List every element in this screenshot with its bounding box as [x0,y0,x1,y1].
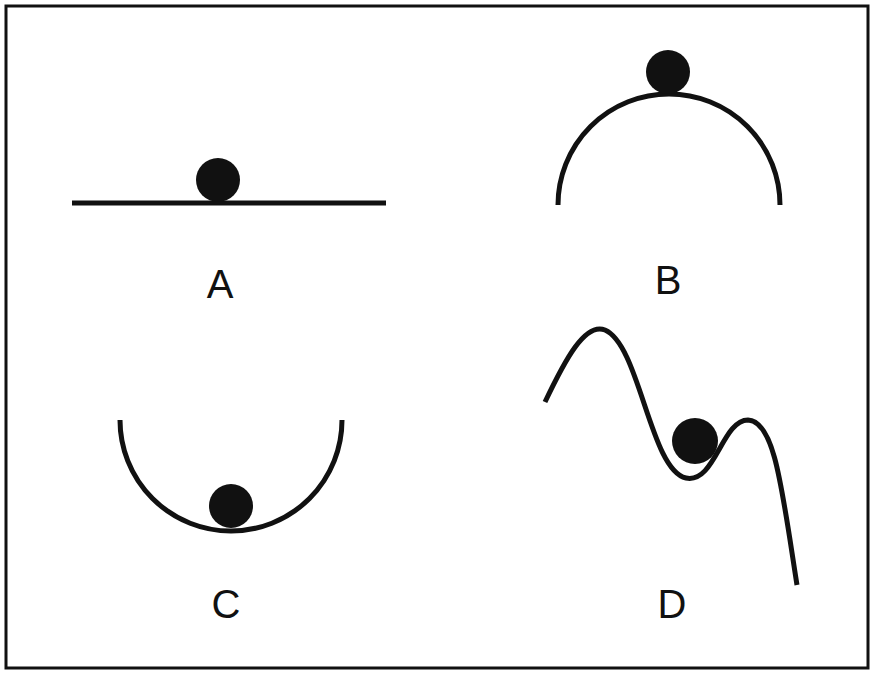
panel-letter: D [658,584,687,624]
bowl-surface [120,420,342,531]
flat-surface [72,201,386,206]
wavy-surface [545,329,797,585]
ball [209,484,253,528]
panel-letter: B [655,260,682,300]
panel-letter: A [207,264,234,304]
ball [672,418,718,464]
ball [646,50,690,94]
panel-letter: C [212,584,241,624]
hill-surface [558,94,780,205]
figure-frame [6,6,868,668]
ball [196,158,240,202]
